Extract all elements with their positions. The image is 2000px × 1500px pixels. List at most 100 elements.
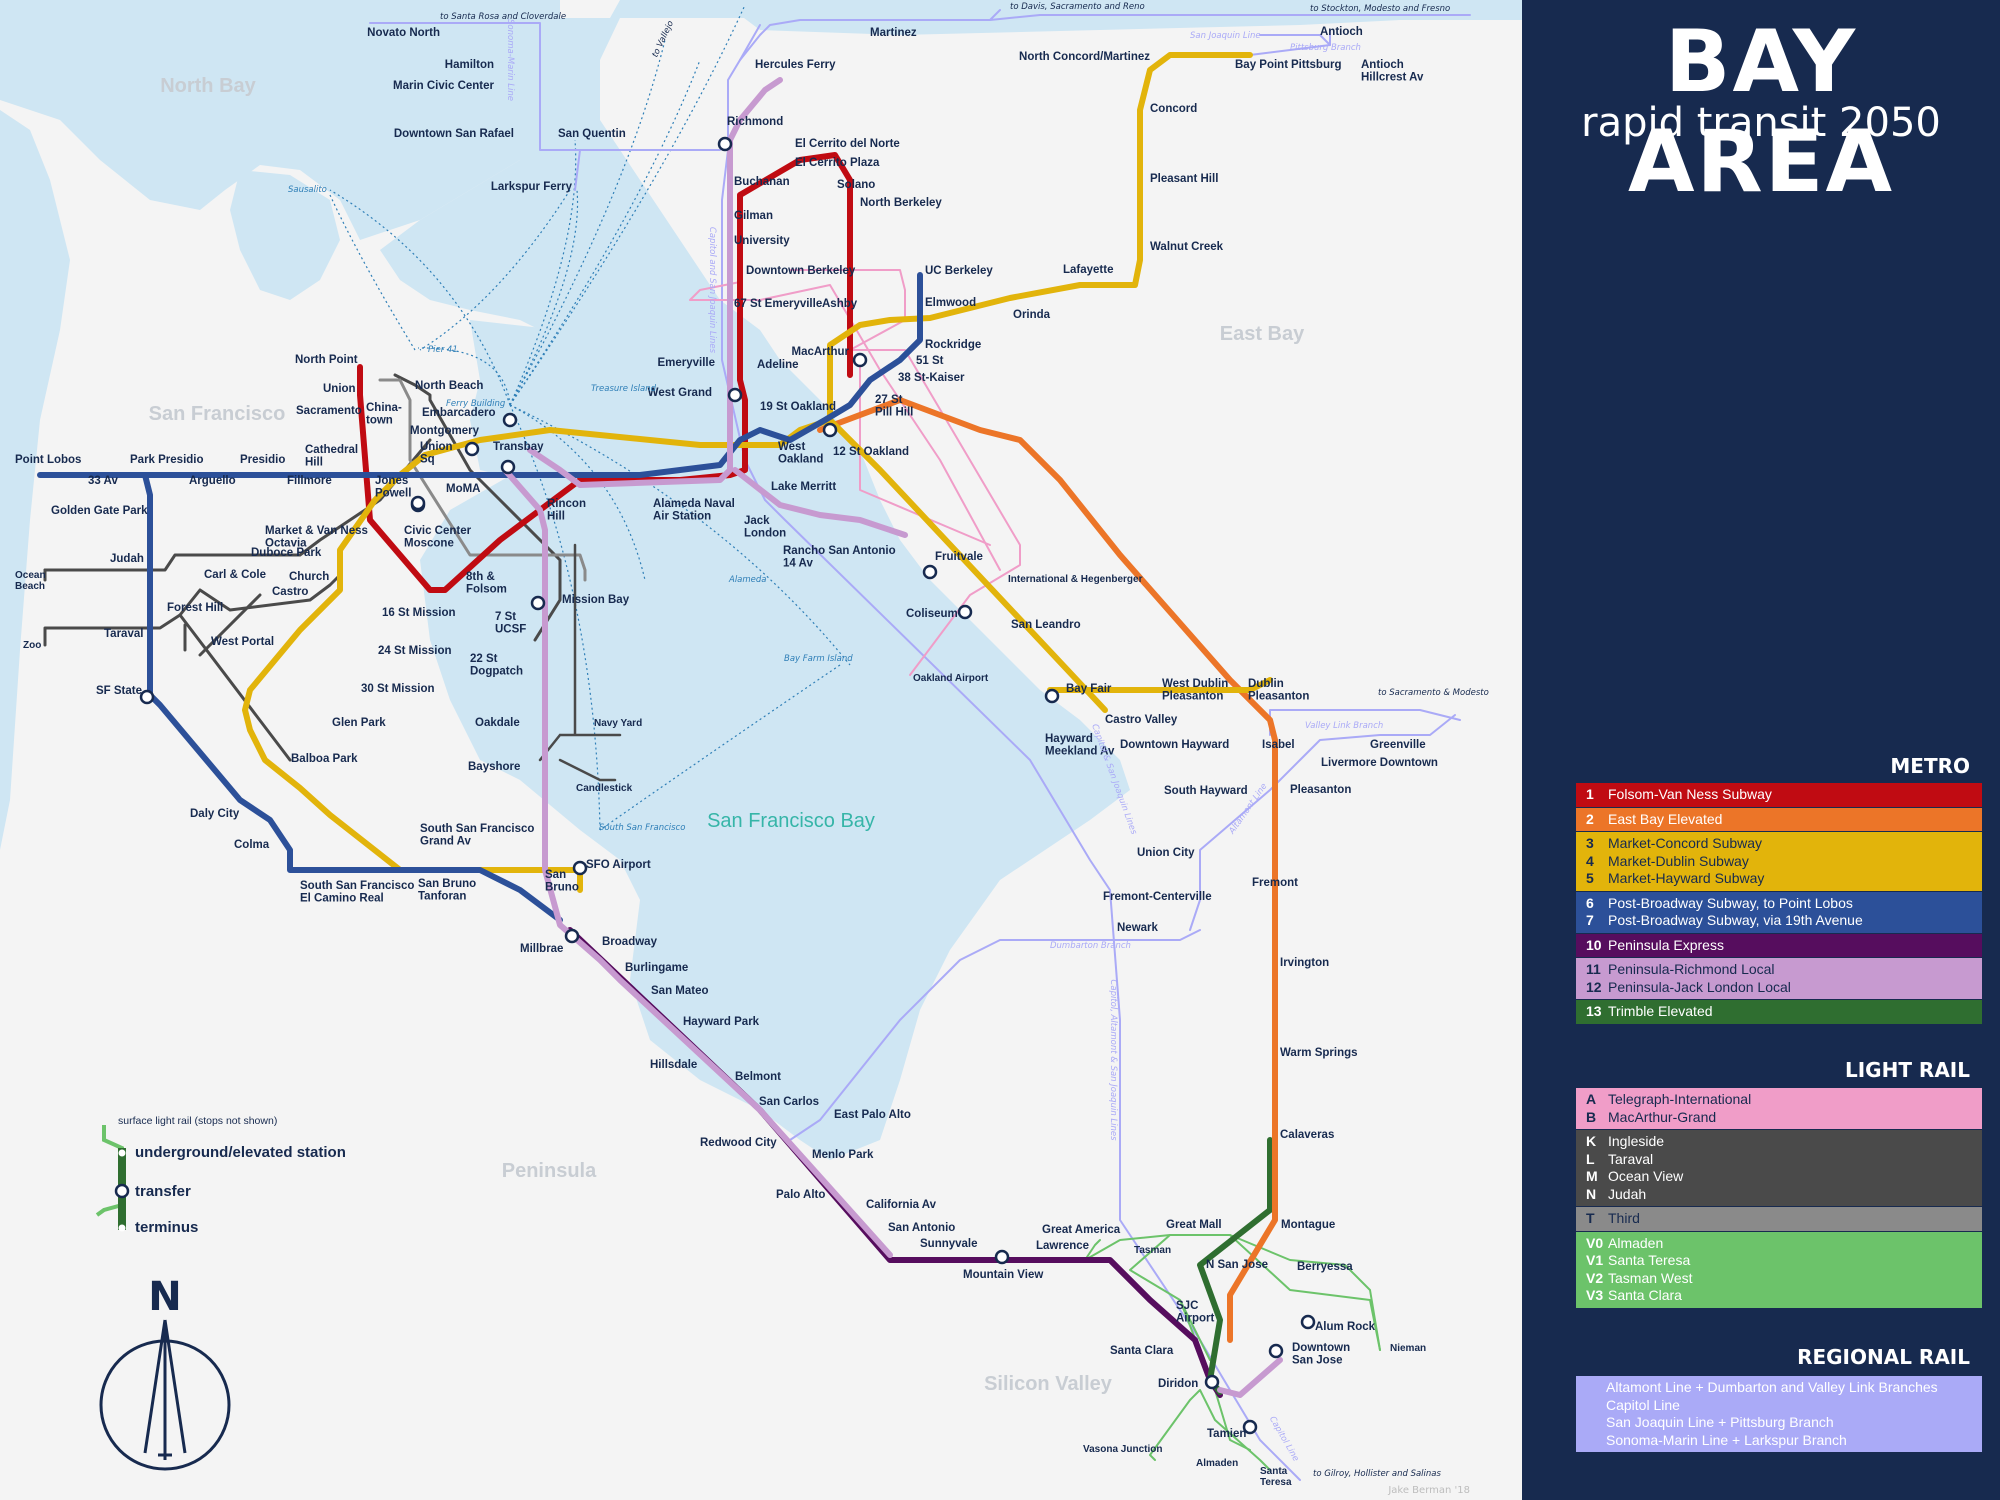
station-label-mountain-view[interactable]: Mountain View	[963, 1269, 1043, 1281]
station-label-presidio[interactable]: Presidio	[240, 454, 285, 466]
station-label-fillmore[interactable]: Fillmore	[287, 475, 332, 487]
station-label-gilman[interactable]: Gilman	[734, 210, 773, 222]
station-label-carl-cole[interactable]: Carl & Cole	[204, 569, 266, 581]
station-label-16-st-mission[interactable]: 16 St Mission	[382, 607, 456, 619]
station-label-international-hegenberger[interactable]: International & Hegenberger	[1008, 574, 1143, 585]
station-fruitvale[interactable]	[922, 564, 938, 580]
station-downtown-san-jose[interactable]	[1268, 1343, 1284, 1359]
station-label-alum-rock[interactable]: Alum Rock	[1315, 1321, 1376, 1333]
station-label-8th-folsom[interactable]: 8th &Folsom	[466, 571, 507, 596]
station-label-montgomery[interactable]: Montgomery	[410, 425, 480, 437]
station-label-south-hayward[interactable]: South Hayward	[1164, 785, 1248, 797]
station-label-mission-bay[interactable]: Mission Bay	[562, 594, 630, 606]
station-label-30-st-mission[interactable]: 30 St Mission	[361, 683, 435, 695]
station-label-north-point[interactable]: North Point	[295, 354, 358, 366]
station-label-san-carlos[interactable]: San Carlos	[759, 1096, 819, 1108]
station-label-oakdale[interactable]: Oakdale	[475, 717, 520, 729]
station-label-bay-point[interactable]: Bay Point	[1235, 59, 1288, 71]
station-label-santa-clara[interactable]: Santa Clara	[1110, 1345, 1174, 1357]
station-label-uc-berkeley[interactable]: UC Berkeley	[925, 265, 993, 277]
station-label-university[interactable]: University	[734, 235, 790, 247]
station-bay-fair[interactable]	[1044, 688, 1060, 704]
station-label-hercules-ferry[interactable]: Hercules Ferry	[755, 59, 836, 71]
station-label-menlo-park[interactable]: Menlo Park	[812, 1149, 874, 1161]
station-label-irvington[interactable]: Irvington	[1280, 957, 1329, 969]
station-label-diridon[interactable]: Diridon	[1158, 1378, 1198, 1390]
station-label-great-america[interactable]: Great America	[1042, 1224, 1121, 1236]
station-tamien[interactable]	[1242, 1419, 1258, 1435]
station-transbay[interactable]	[500, 459, 516, 475]
station-label-pleasant-hill[interactable]: Pleasant Hill	[1150, 173, 1218, 185]
station-label-marin-civic-center[interactable]: Marin Civic Center	[393, 80, 494, 92]
station-label-embarcadero[interactable]: Embarcadero	[422, 407, 496, 419]
station-label-adeline[interactable]: Adeline	[757, 359, 799, 371]
station-label-daly-city[interactable]: Daly City	[190, 808, 240, 820]
station-label-downtown-san-rafael[interactable]: Downtown San Rafael	[394, 128, 514, 140]
station-label-sunnyvale[interactable]: Sunnyvale	[920, 1238, 978, 1250]
station-label-tasman[interactable]: Tasman	[1134, 1245, 1171, 1256]
station-label-lake-merritt[interactable]: Lake Merritt	[771, 481, 836, 493]
station-label-rockridge[interactable]: Rockridge	[925, 339, 981, 351]
station-label-point-lobos[interactable]: Point Lobos	[15, 454, 81, 466]
station-label-castro-valley[interactable]: Castro Valley	[1105, 714, 1178, 726]
station-label-duboce-park[interactable]: Duboce Park	[251, 547, 322, 559]
station-label-tamien[interactable]: Tamien	[1207, 1428, 1246, 1440]
station-richmond[interactable]	[717, 136, 733, 152]
station-label-west-grand[interactable]: West Grand	[648, 387, 712, 399]
station-label-lawrence[interactable]: Lawrence	[1036, 1240, 1089, 1252]
station-label-california-av[interactable]: California Av	[866, 1199, 937, 1211]
station-coliseum[interactable]	[957, 604, 973, 620]
station-mountain-view[interactable]	[994, 1249, 1010, 1265]
station-label-sacramento[interactable]: Sacramento	[296, 405, 362, 417]
station-label-downtown-hayward[interactable]: Downtown Hayward	[1120, 739, 1229, 751]
station-diridon[interactable]	[1204, 1374, 1220, 1390]
station-label-bayshore[interactable]: Bayshore	[468, 761, 520, 773]
station-label-orinda[interactable]: Orinda	[1013, 309, 1051, 321]
station-label-isabel[interactable]: Isabel	[1262, 739, 1295, 751]
station-label-montague[interactable]: Montague	[1281, 1219, 1335, 1231]
station-label-north-concord-martinez[interactable]: North Concord/Martinez	[1019, 51, 1150, 63]
station-label-fruitvale[interactable]: Fruitvale	[935, 551, 983, 563]
station-label-downtown-berkeley[interactable]: Downtown Berkeley	[746, 265, 856, 277]
station-sf-state[interactable]	[139, 689, 155, 705]
station-macarthur[interactable]	[852, 352, 868, 368]
station-label-novato-north[interactable]: Novato North	[367, 27, 440, 39]
station-label-antioch[interactable]: Antioch	[1320, 26, 1363, 38]
station-label-navy-yard[interactable]: Navy Yard	[594, 718, 642, 729]
station-label-union[interactable]: Union	[323, 383, 356, 395]
station-label-san-antonio[interactable]: San Antonio	[888, 1222, 955, 1234]
station-label-arguello[interactable]: Arguello	[189, 475, 236, 487]
station-label-transbay[interactable]: Transbay	[493, 441, 544, 453]
station-label-oakland-airport[interactable]: Oakland Airport	[913, 673, 989, 684]
station-label-calaveras[interactable]: Calaveras	[1280, 1129, 1334, 1141]
station-label-palo-alto[interactable]: Palo Alto	[776, 1189, 825, 1201]
station-label-martinez[interactable]: Martinez	[870, 27, 917, 39]
station-label-hamilton[interactable]: Hamilton	[445, 59, 494, 71]
station-label-el-cerrito-plaza[interactable]: El Cerrito Plaza	[795, 157, 880, 169]
station-label-vasona-junction[interactable]: Vasona Junction	[1083, 1444, 1162, 1455]
station-label-west-portal[interactable]: West Portal	[211, 636, 274, 648]
station-label-burlingame[interactable]: Burlingame	[625, 962, 688, 974]
station-label-great-mall[interactable]: Great Mall	[1166, 1219, 1222, 1231]
station-label-berryessa[interactable]: Berryessa	[1297, 1261, 1353, 1273]
station-label-nieman[interactable]: Nieman	[1390, 1343, 1426, 1354]
station-label-newark[interactable]: Newark	[1117, 922, 1159, 934]
station-label-east-palo-alto[interactable]: East Palo Alto	[834, 1109, 911, 1121]
station-label-concord[interactable]: Concord	[1150, 103, 1197, 115]
station-label-taraval[interactable]: Taraval	[104, 628, 143, 640]
